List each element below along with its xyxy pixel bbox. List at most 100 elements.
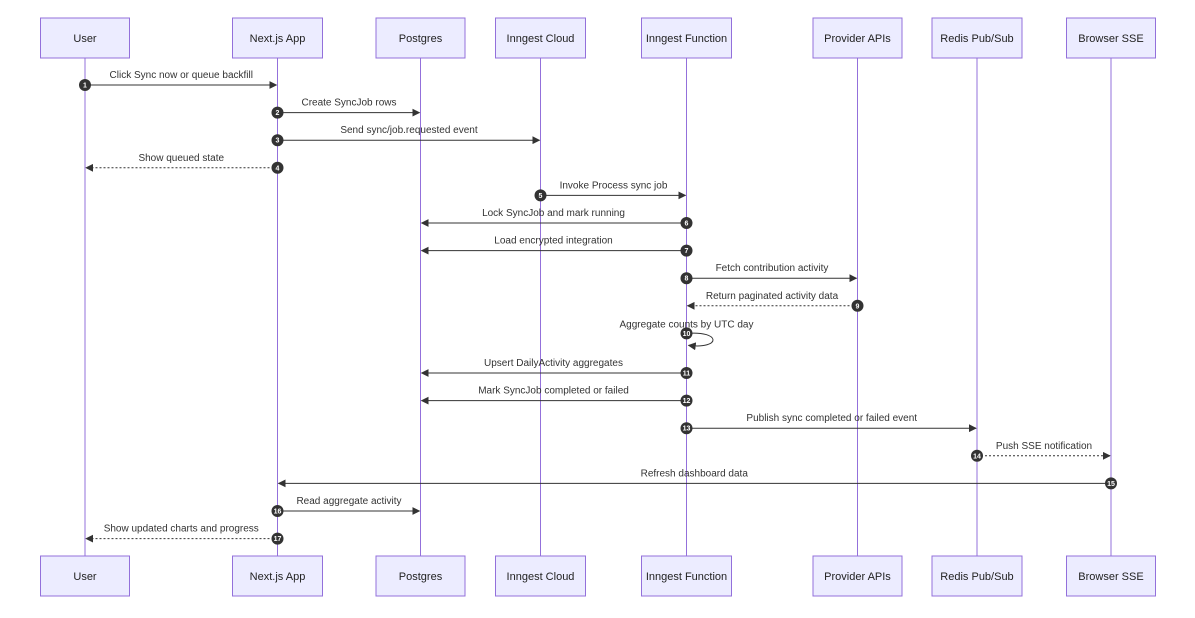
- participant-redis-top: Redis Pub/Sub: [931, 17, 1023, 59]
- participant-user-bottom: User: [40, 555, 130, 597]
- sequence-number-badge: [680, 422, 693, 435]
- participant-box: [232, 555, 323, 597]
- participant-box: [1066, 17, 1156, 59]
- participant-label: Next.js App: [250, 571, 306, 583]
- sequence-number: 14: [973, 453, 981, 460]
- sequence-number-badge: [680, 394, 693, 407]
- participant-box: [495, 17, 586, 59]
- participant-label: Provider APIs: [824, 33, 891, 45]
- sequence-number: 3: [276, 138, 280, 145]
- sequence-number: 7: [685, 248, 689, 255]
- participant-label: Browser SSE: [1078, 33, 1143, 45]
- message-label: Return paginated activity data: [706, 291, 839, 302]
- message-label: Push SSE notification: [996, 441, 1092, 452]
- message-label: Click Sync now or queue backfill: [110, 70, 253, 81]
- sequence-number-badge: [271, 134, 284, 147]
- message-7: Load encrypted integration 7: [420, 236, 693, 257]
- sequence-number: 12: [683, 398, 691, 405]
- sequence-number-badge: [271, 106, 284, 119]
- participant-box: [375, 17, 466, 59]
- message-1: Click Sync now or queue backfill 1: [79, 70, 278, 91]
- message-4: Show queued state 4: [85, 153, 284, 174]
- sequence-number-badge: [851, 299, 864, 312]
- participant-sse-bottom: Browser SSE: [1066, 555, 1156, 597]
- participant-box: [40, 17, 130, 59]
- message-arrow: [686, 332, 714, 351]
- message-5: Invoke Process sync job 5: [534, 180, 687, 202]
- message-label: Load encrypted integration: [494, 236, 612, 247]
- sequence-number-badge: [271, 532, 284, 545]
- participant-label: Next.js App: [250, 33, 306, 45]
- message-12: Mark SyncJob completed or failed 12: [420, 386, 693, 407]
- sequence-number-badge: [680, 272, 693, 285]
- sequence-number: 2: [276, 110, 280, 117]
- participant-box: [641, 17, 732, 59]
- participant-pg-bottom: Postgres: [375, 555, 466, 597]
- message-label: Aggregate counts by UTC day: [620, 319, 754, 330]
- participant-box: [931, 17, 1023, 59]
- participant-prov-bottom: Provider APIs: [812, 555, 903, 597]
- message-label: Refresh dashboard data: [641, 468, 749, 479]
- sequence-number-badge: [534, 189, 547, 202]
- message-label: Show updated charts and progress: [104, 524, 259, 535]
- sequence-number: 13: [683, 426, 691, 433]
- participant-label: Postgres: [399, 571, 443, 583]
- sequence-number: 8: [685, 276, 689, 283]
- message-label: Show queued state: [138, 153, 224, 164]
- message-label: Invoke Process sync job: [560, 180, 668, 191]
- participant-box: [641, 555, 732, 597]
- participant-label: Provider APIs: [824, 571, 891, 583]
- participant-label: Redis Pub/Sub: [940, 571, 1013, 583]
- participant-pg-top: Postgres: [375, 17, 466, 59]
- message-17: Show updated charts and progress 17: [85, 524, 284, 545]
- sequence-number: 1: [83, 83, 87, 90]
- message-label: Read aggregate activity: [296, 496, 401, 507]
- message-label: Mark SyncJob completed or failed: [478, 386, 629, 397]
- participant-cloud-bottom: Inngest Cloud: [495, 555, 586, 597]
- participant-prov-top: Provider APIs: [812, 17, 903, 59]
- sequence-number: 5: [539, 193, 543, 200]
- sequence-number: 17: [274, 536, 282, 543]
- participant-next-bottom: Next.js App: [232, 555, 323, 597]
- participant-box: [931, 555, 1023, 597]
- sequence-number-badge: [680, 367, 693, 379]
- participant-next-top: Next.js App: [232, 17, 323, 59]
- participant-label: Inngest Cloud: [507, 33, 575, 45]
- participant-box: [232, 17, 323, 59]
- sequence-number: 9: [856, 303, 860, 310]
- message-15: Refresh dashboard data 15: [277, 468, 1117, 490]
- participant-label: User: [73, 33, 97, 45]
- sequence-number-badge: [79, 79, 91, 91]
- sequence-number-badge: [680, 327, 693, 340]
- participant-fn-bottom: Inngest Function: [641, 555, 732, 597]
- participant-box: [495, 555, 586, 597]
- participant-user-top: User: [40, 17, 130, 59]
- message-label: Send sync/job.requested event: [340, 125, 478, 136]
- participant-label: Postgres: [399, 33, 443, 45]
- message-14: Push SSE notification 14: [971, 441, 1111, 462]
- participant-box: [40, 555, 130, 597]
- message-3: Send sync/job.requested event 3: [271, 125, 541, 147]
- sequence-number: 11: [683, 371, 691, 378]
- participant-label: Redis Pub/Sub: [940, 33, 1013, 45]
- messages: Click Sync now or queue backfill 1Create …: [79, 70, 1117, 545]
- message-label: Fetch contribution activity: [716, 263, 829, 274]
- participant-label: Inngest Function: [646, 571, 727, 583]
- participants-bottom: User Next.js App Postgres Inngest Cloud Inng…: [40, 555, 1156, 597]
- participant-redis-bottom: Redis Pub/Sub: [931, 555, 1023, 597]
- sequence-number-badge: [271, 505, 284, 517]
- sequence-number: 15: [1107, 481, 1115, 488]
- sequence-number: 4: [276, 165, 280, 172]
- sequence-number: 10: [683, 331, 691, 338]
- sequence-number-badge: [680, 244, 693, 257]
- sequence-number: 6: [685, 221, 689, 228]
- participant-box: [812, 555, 903, 597]
- participant-box: [812, 17, 903, 59]
